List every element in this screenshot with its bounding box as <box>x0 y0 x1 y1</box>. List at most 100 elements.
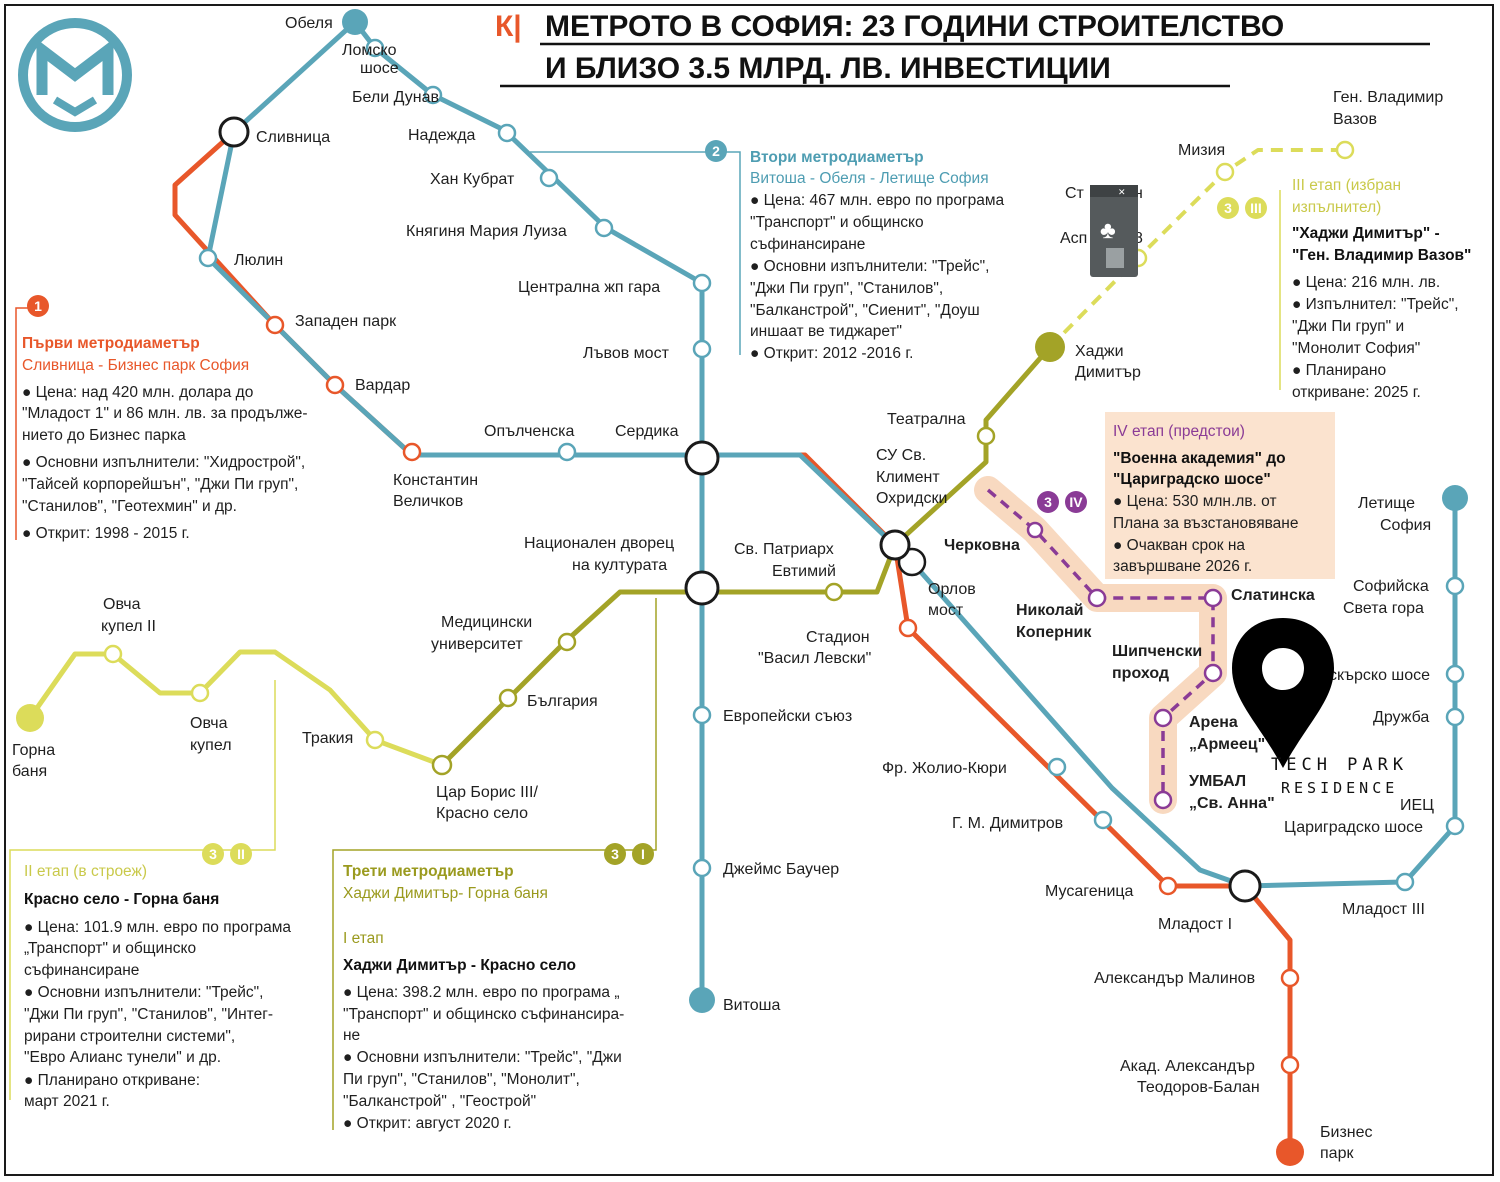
station-umbal[interactable] <box>1153 790 1173 810</box>
station-sofiyska-sveta-gora[interactable] <box>1445 576 1465 596</box>
label-patriarh-1: Св. Патриарх <box>734 541 834 558</box>
station-lavov-most[interactable] <box>692 339 712 359</box>
station-teatralna[interactable] <box>976 426 996 446</box>
svg-text:"Джи Пи груп", "Станилов", "Ин: "Джи Пи груп", "Станилов", "Интег- <box>24 1006 273 1023</box>
svg-text:Трети метродиаметър: Трети метродиаметър <box>343 863 514 880</box>
stations <box>103 38 1465 1075</box>
label-dzheims: Джеймс Баучер <box>723 861 839 878</box>
station-druzhba[interactable] <box>1445 707 1465 727</box>
badge-line-1: 1 <box>27 295 49 317</box>
station-dzheims-baucher[interactable] <box>692 858 712 878</box>
svg-text:съфинансиране: съфинансиране <box>750 236 865 253</box>
svg-text:"Монолит София": "Монолит София" <box>1292 340 1420 357</box>
station-evropeiski-sayuz[interactable] <box>692 705 712 725</box>
station-lyulin[interactable] <box>198 248 218 268</box>
station-meditsinski[interactable] <box>557 632 577 652</box>
label-asp-partial-2: 8 <box>1134 230 1143 247</box>
label-letishte-2: София <box>1380 517 1431 534</box>
label-gen-vazov-1: Ген. Владимир <box>1333 89 1443 106</box>
station-tsarigradsko[interactable] <box>1445 816 1465 836</box>
station-gm-dimitrov[interactable] <box>1093 810 1113 830</box>
label-musagenitsa: Мусагеница <box>1045 883 1134 900</box>
svg-text:● Цена: 101.9 млн. евро по про: ● Цена: 101.9 млн. евро по програма <box>24 919 291 936</box>
popup-close-icon[interactable]: ✕ <box>1118 187 1126 197</box>
label-su-2: Климент <box>876 469 940 486</box>
station-slatinska[interactable] <box>1203 588 1223 608</box>
title-line-2: И БЛИЗО 3.5 МЛРД. ЛВ. ИНВЕСТИЦИИ <box>545 52 1111 85</box>
station-al-malinov[interactable] <box>1280 968 1300 988</box>
station-stadion[interactable] <box>898 618 918 638</box>
station-ovcha-kupel[interactable] <box>190 683 210 703</box>
label-ndk-1: Национален дворец <box>524 535 674 552</box>
label-sofiyska-2: Света гора <box>1343 600 1424 617</box>
station-nadezhda[interactable] <box>497 123 517 143</box>
station-patriarh-evtimii[interactable] <box>824 582 844 602</box>
station-arena-armeets[interactable] <box>1153 708 1173 728</box>
label-gen-vazov-2: Вазов <box>1333 111 1377 128</box>
svg-text:I етап: I етап <box>343 930 384 947</box>
label-ovcha-1: Овча <box>190 715 228 732</box>
station-zholio-kyuri[interactable] <box>1047 757 1067 777</box>
label-gorna-2: баня <box>12 763 47 780</box>
terminal-biznes-park[interactable] <box>1276 1138 1304 1166</box>
station-miziya[interactable] <box>1215 162 1235 182</box>
title-line-1: МЕТРОТО В СОФИЯ: 23 ГОДИНИ СТРОИТЕЛСТВО <box>545 10 1284 43</box>
svg-text:откриване: 2025 г.: откриване: 2025 г. <box>1292 384 1421 401</box>
label-ovcha-2-2: купел II <box>101 618 156 635</box>
terminal-hadzhi-dimitar[interactable] <box>1035 332 1065 362</box>
label-asp-partial: Асп <box>1060 230 1087 247</box>
station-mladost-3[interactable] <box>1395 872 1415 892</box>
station-tsentralna-gara[interactable] <box>692 273 712 293</box>
station-mladost-1[interactable] <box>1228 869 1262 903</box>
terminal-vitosha[interactable] <box>689 987 715 1013</box>
station-slivnitsa[interactable] <box>218 116 250 148</box>
info-line-2: Втори метродиаметър Витоша - Обеля - Лет… <box>750 149 1004 362</box>
station-bulgaria[interactable] <box>498 688 518 708</box>
label-stadion-1: Стадион <box>806 629 870 646</box>
label-tsarigradsko: Цариградско шосе <box>1284 819 1423 836</box>
station-labels: Обеля Ломско шосе Бели Дунав Надежда Хан… <box>12 15 1443 1162</box>
station-ovcha-kupel-2[interactable] <box>103 644 123 664</box>
svg-text:III етап (избран: III етап (избран <box>1292 177 1401 194</box>
svg-text:"Младост 1" и 86 млн. лв. за п: "Младост 1" и 86 млн. лв. за продълже- <box>22 405 308 422</box>
station-iskarsko[interactable] <box>1445 664 1465 684</box>
station-cherkovna[interactable] <box>1026 521 1044 539</box>
station-su[interactable] <box>879 529 911 561</box>
station-beli-dunav[interactable] <box>423 85 443 105</box>
station-ndk[interactable] <box>684 570 720 606</box>
label-druzhba: Дружба <box>1373 709 1429 726</box>
terminal-letishte[interactable] <box>1442 485 1468 511</box>
station-lomsko-shose[interactable] <box>365 38 385 58</box>
station-opalchenska[interactable] <box>557 442 577 462</box>
station-konstantin-velichkov[interactable] <box>402 442 422 462</box>
label-ovcha-2-1: Овча <box>103 596 141 613</box>
station-musagenitsa[interactable] <box>1158 876 1178 896</box>
svg-text:● Открит: август 2020 г.: ● Открит: август 2020 г. <box>343 1115 512 1132</box>
svg-text:● Основни изпълнители: "Трейс": ● Основни изпълнители: "Трейс", "Джи <box>343 1049 622 1066</box>
svg-text:3: 3 <box>611 846 619 862</box>
station-tsar-boris[interactable] <box>431 754 453 776</box>
station-trakia[interactable] <box>365 730 385 750</box>
info-line-1: Първи метродиаметър Сливница - Бизнес па… <box>22 335 308 542</box>
terminal-gorna-banya[interactable] <box>16 704 44 732</box>
station-nikolai-kopernik[interactable] <box>1087 588 1107 608</box>
label-vitosha: Витоша <box>723 997 780 1014</box>
label-nikolai-2: Коперник <box>1016 624 1092 641</box>
station-serdika[interactable] <box>684 440 720 476</box>
station-zapaden-park[interactable] <box>265 315 285 335</box>
label-biznes-1: Бизнес <box>1320 1124 1373 1141</box>
label-su-3: Охридски <box>876 490 947 507</box>
station-han-kubrat[interactable] <box>539 168 559 188</box>
station-shipchenski[interactable] <box>1203 663 1223 683</box>
station-gen-vazov[interactable] <box>1335 140 1355 160</box>
label-slivnitsa: Сливница <box>256 129 330 146</box>
label-bulgaria: България <box>527 693 598 710</box>
station-vardar[interactable] <box>325 375 345 395</box>
label-evropeiski: Европейски съюз <box>723 708 852 725</box>
floating-popup[interactable]: ✕ ♣ <box>1090 185 1138 277</box>
svg-text:● Цена: над 420 млн. долара до: ● Цена: над 420 млн. долара до <box>22 384 253 401</box>
station-kn-maria-luiza[interactable] <box>594 218 614 238</box>
station-akad-balan[interactable] <box>1280 1055 1300 1075</box>
terminal-obelia[interactable] <box>342 9 368 35</box>
label-shipchenski-1: Шипченски <box>1112 643 1202 660</box>
